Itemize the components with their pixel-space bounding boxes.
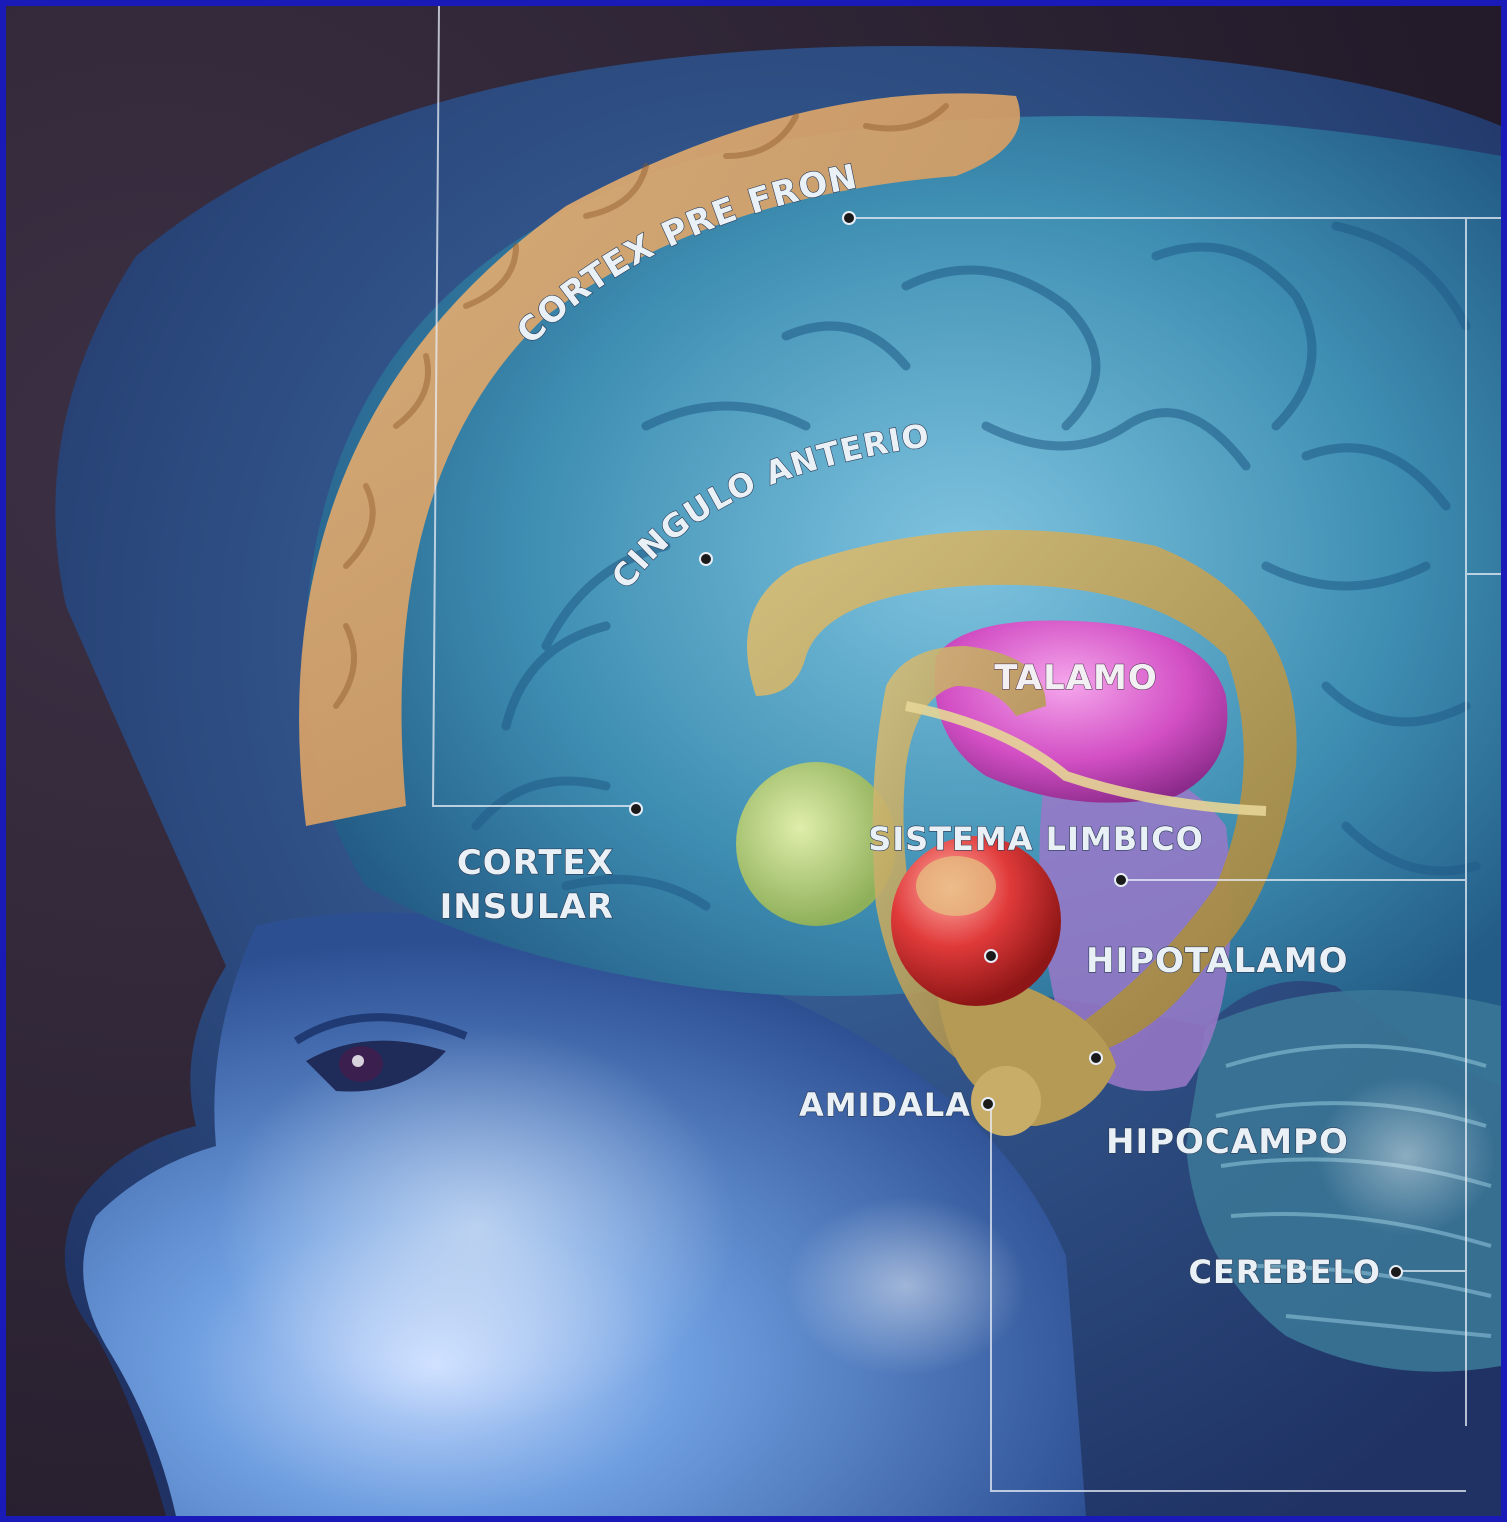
label-hipotalamo: HIPOTALAMO	[1086, 941, 1349, 981]
label-cortex-insular-line1: CORTEX	[457, 843, 614, 883]
label-sistema-limbico: SISTEMA LIMBICO	[868, 820, 1204, 858]
label-talamo: TALAMO	[994, 658, 1158, 698]
amidala-cap	[916, 856, 996, 916]
marker-cingulo-anterior	[700, 553, 712, 565]
hipocampo-head	[971, 1066, 1041, 1136]
marker-amidala	[982, 1098, 994, 1110]
diagram-frame: CORTEX PRE FRONTAL CINGULO ANTERIOR TALA…	[6, 6, 1501, 1516]
marker-cortex-insular	[630, 803, 642, 815]
marker-sistema-limbico	[1115, 874, 1127, 886]
brain-illustration: CORTEX PRE FRONTAL CINGULO ANTERIOR TALA…	[6, 6, 1501, 1516]
label-amidala: AMIDALA	[799, 1086, 971, 1124]
marker-hipocampo	[1090, 1052, 1102, 1064]
label-cortex-insular-line2: INSULAR	[440, 887, 614, 927]
marker-cortex-pre-frontal	[843, 212, 855, 224]
label-cerebelo: CEREBELO	[1188, 1253, 1381, 1291]
marker-cerebelo	[1390, 1266, 1402, 1278]
label-hipocampo: HIPOCAMPO	[1106, 1122, 1349, 1162]
face-highlight	[216, 1026, 736, 1426]
marker-hipotalamo	[985, 950, 997, 962]
